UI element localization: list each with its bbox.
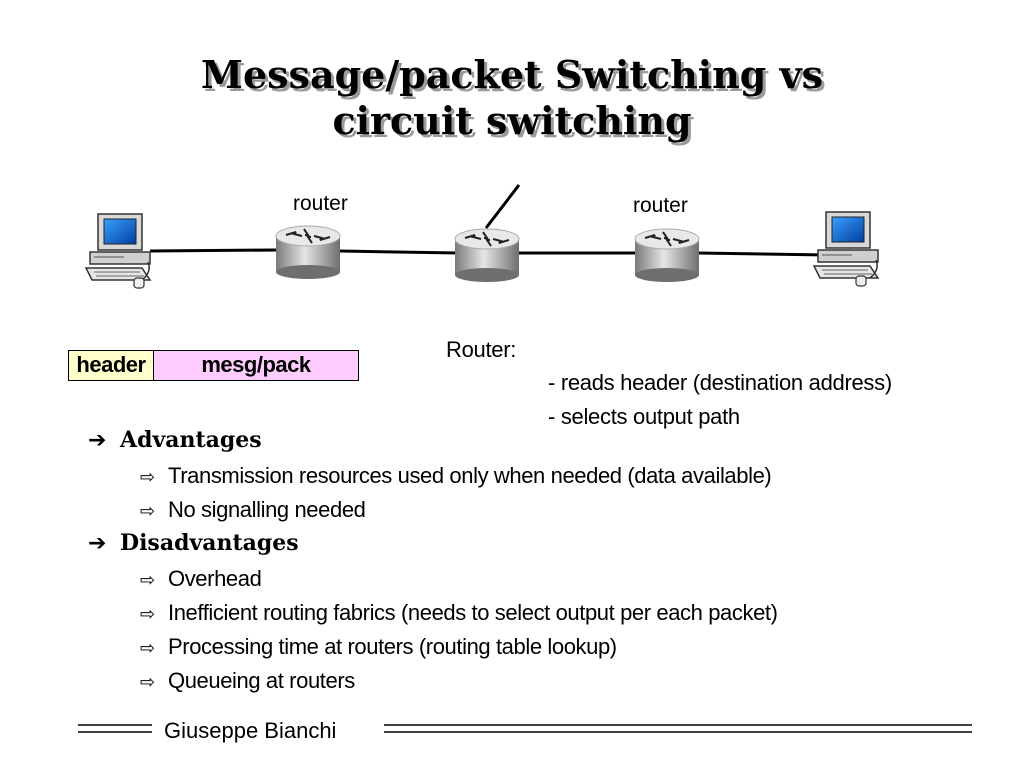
list-item-text: Overhead: [168, 566, 262, 591]
title-line-2: circuit switching: [332, 98, 692, 143]
computer-icon: [84, 213, 152, 289]
link-router-1-router-2: [339, 249, 459, 255]
footer-author: Giuseppe Bianchi: [164, 718, 337, 743]
outline-arrow-icon: ⇨: [140, 570, 155, 591]
list-item: ⇨ No signalling needed: [140, 497, 366, 523]
outline-arrow-icon: ⇨: [140, 672, 155, 693]
slide-title: Message/packet Switching vs circuit swit…: [0, 52, 1024, 144]
list-item: ⇨ Inefficient routing fabrics (needs to s…: [140, 600, 778, 626]
links: [149, 184, 829, 257]
link-pc-left-router-1: [149, 248, 279, 253]
list-item-text: Inefficient routing fabrics (needs to se…: [168, 600, 778, 625]
list-item: ⇨ Transmission resources used only when n…: [140, 463, 772, 489]
router-note-line: - selects output path: [548, 404, 740, 429]
outline-arrow-icon: ⇨: [140, 638, 155, 659]
router-label-left: router: [293, 192, 348, 215]
outline-arrow-icon: ⇨: [140, 467, 155, 488]
list-item-text: No signalling needed: [168, 497, 366, 522]
list-item: ⇨ Overhead: [140, 566, 262, 592]
outline-arrow-icon: ⇨: [140, 604, 155, 625]
router-icon: [454, 228, 520, 282]
title-line-1: Message/packet Switching vs: [200, 52, 824, 97]
computer-icon: [812, 211, 880, 287]
right-arrow-icon: ➔: [88, 428, 107, 453]
router-icon: [634, 228, 700, 282]
footer-rule: [78, 724, 972, 733]
packet-format: header mesg/pack: [68, 350, 359, 381]
router-icon: [275, 225, 341, 279]
packet-body-cell: mesg/pack: [154, 351, 358, 380]
link-router-3-pc-right: [697, 251, 829, 257]
advantages-heading: ➔ Advantages: [88, 427, 262, 453]
list-item: ⇨ Queueing at routers: [140, 668, 355, 694]
router-note-title: Router:: [446, 337, 517, 362]
disadvantages-heading-text: Disadvantages: [120, 530, 299, 556]
network-diagram: [84, 184, 880, 289]
list-item-text: Processing time at routers (routing tabl…: [168, 634, 617, 659]
disadvantages-heading: ➔ Disadvantages: [88, 530, 299, 556]
list-item-text: Queueing at routers: [168, 668, 355, 693]
router-label-right: router: [633, 194, 688, 217]
link-router-2-up: [484, 184, 521, 229]
right-arrow-icon: ➔: [88, 531, 107, 556]
advantages-heading-text: Advantages: [120, 427, 262, 453]
router-note-line: - reads header (destination address): [548, 370, 892, 395]
packet-header-cell: header: [69, 351, 154, 380]
list-item: ⇨ Processing time at routers (routing tab…: [140, 634, 617, 660]
list-item-text: Transmission resources used only when ne…: [168, 463, 772, 488]
outline-arrow-icon: ⇨: [140, 501, 155, 522]
